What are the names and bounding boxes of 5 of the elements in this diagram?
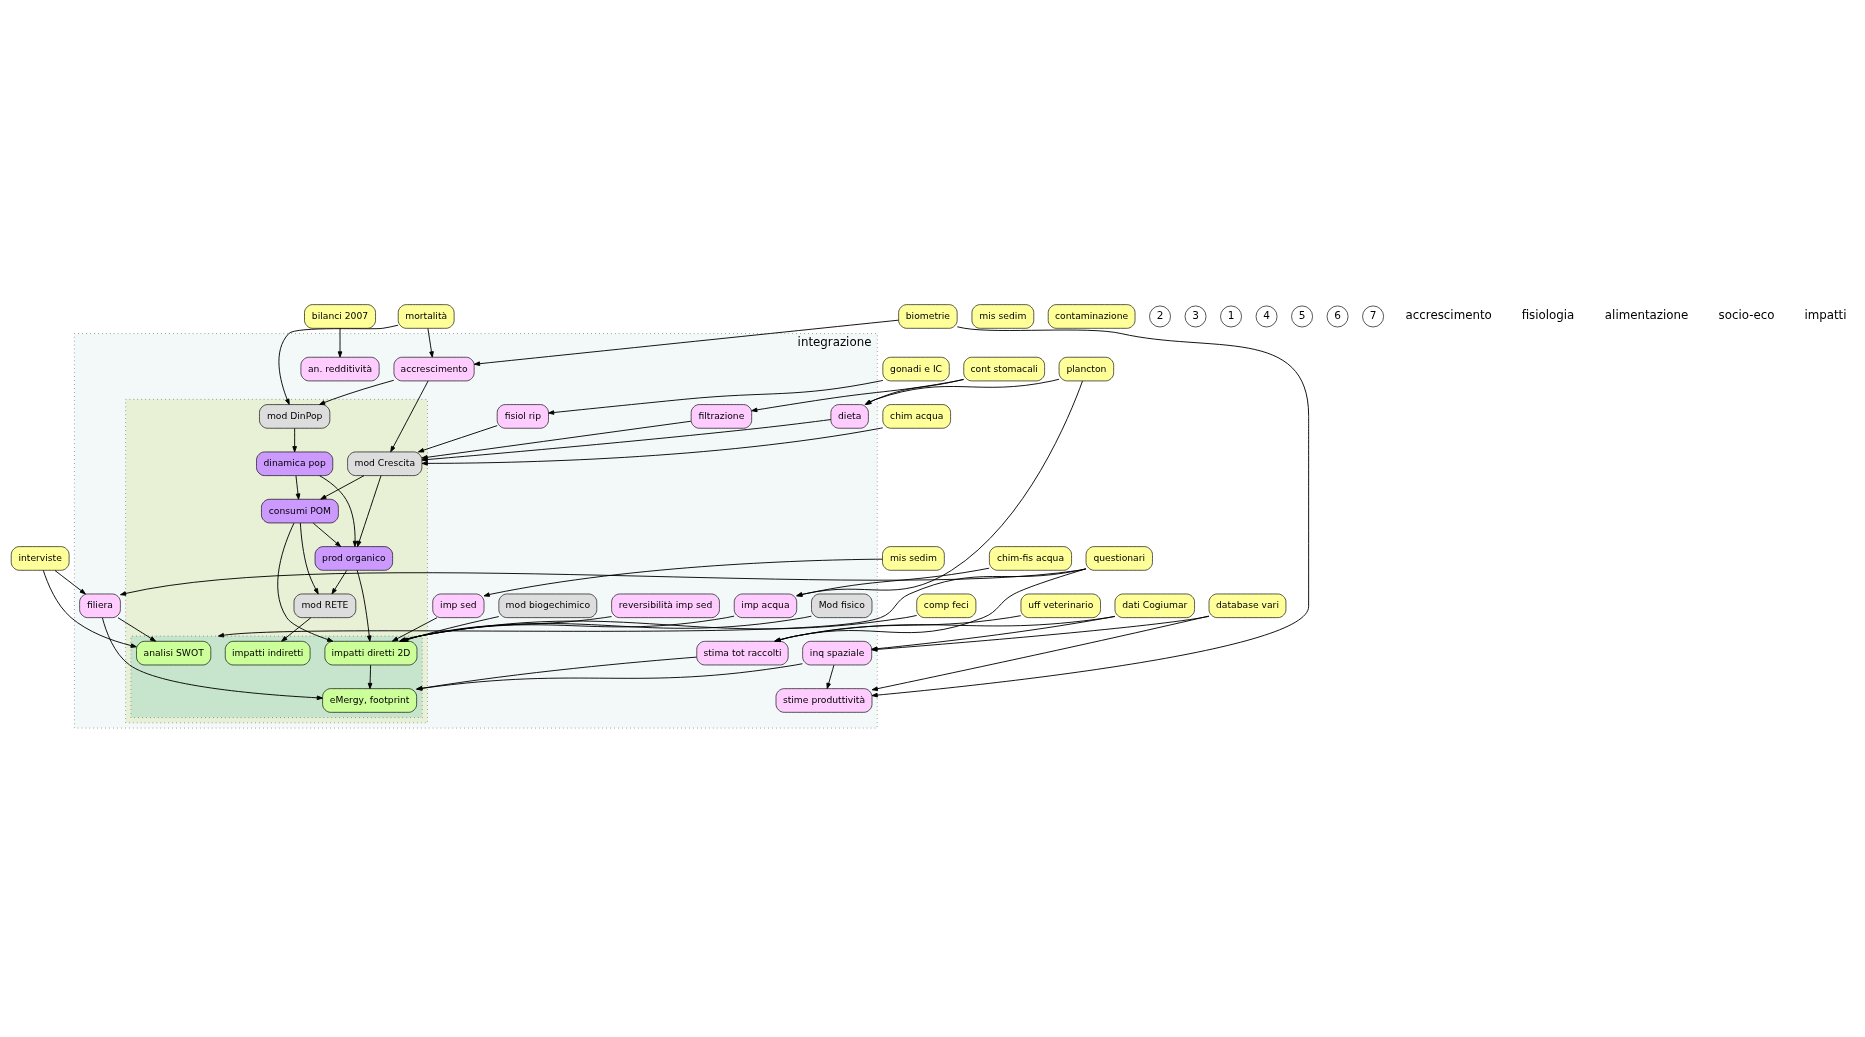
label: impatti — [1804, 307, 1847, 322]
label: alimentazione — [1604, 307, 1689, 322]
label: fisiologia — [1521, 307, 1575, 322]
label: socio-eco — [1718, 307, 1775, 322]
label: accrescimento — [1405, 307, 1492, 322]
